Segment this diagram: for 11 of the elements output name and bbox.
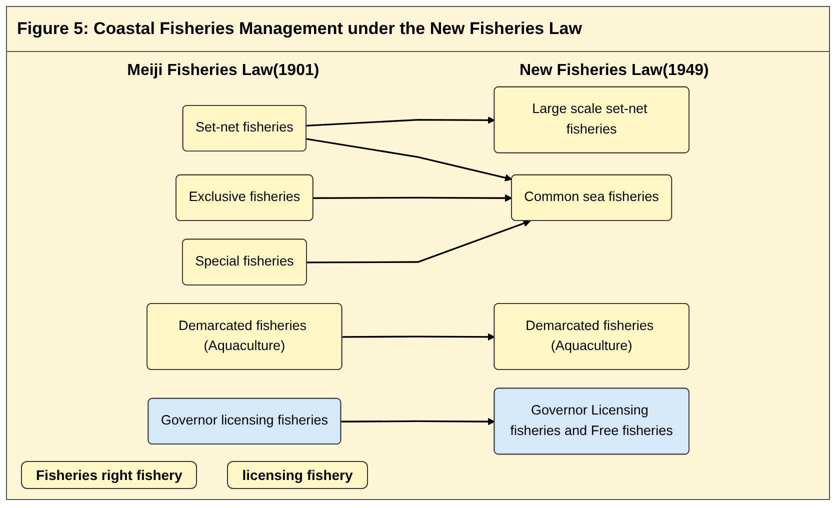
arrow: [306, 220, 531, 264]
arrow: [342, 333, 495, 341]
column-heading: New Fisheries Law(1949): [519, 62, 709, 80]
column-heading: Meiji Fisheries Law(1901): [127, 62, 320, 80]
legend-item: licensing fishery: [227, 461, 368, 489]
arrow: [306, 138, 512, 182]
arrow: [341, 418, 495, 426]
figure-title: Figure 5: Coastal Fisheries Management under the New Fisheries Law: [7, 7, 829, 52]
arrow: [306, 116, 495, 127]
arrow: [313, 194, 512, 202]
legend-item: Fisheries right fishery: [21, 461, 198, 489]
